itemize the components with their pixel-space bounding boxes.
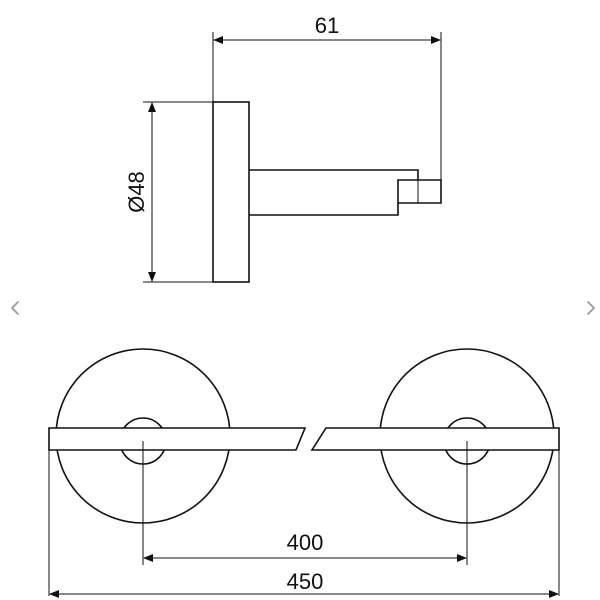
bar-left-segment	[48, 427, 307, 451]
arm-end-cap	[397, 179, 442, 204]
side-view: 61 Ø48	[124, 13, 442, 283]
dimension-label-400: 400	[287, 530, 324, 555]
front-view: 400 450	[48, 348, 560, 598]
chevron-right-icon	[587, 301, 595, 315]
dimension-label-61: 61	[315, 13, 339, 38]
carousel-prev-button[interactable]	[6, 296, 24, 320]
dimension-label-450: 450	[287, 569, 324, 594]
arm	[249, 169, 419, 216]
carousel-next-button[interactable]	[582, 296, 600, 320]
bar-right-segment	[310, 427, 560, 451]
dimension-label-diameter: Ø48	[124, 171, 149, 213]
chevron-left-icon	[11, 301, 19, 315]
wall-plate	[212, 101, 250, 283]
